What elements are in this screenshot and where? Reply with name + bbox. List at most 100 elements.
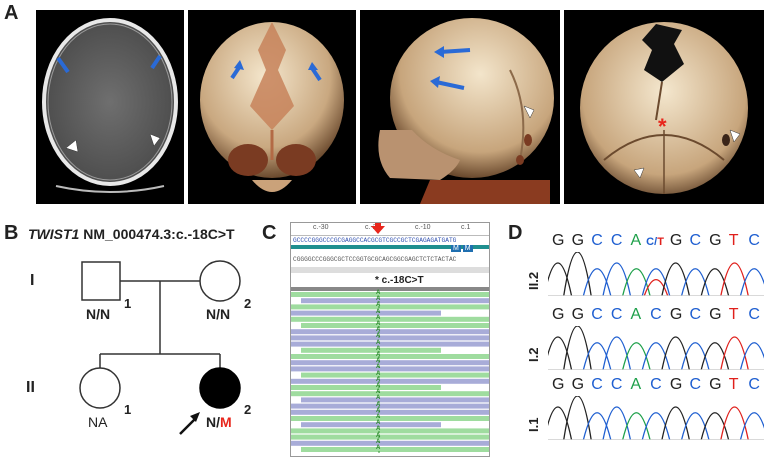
variant-read-base: A bbox=[376, 395, 381, 402]
blue-arrow-icon bbox=[56, 54, 162, 74]
panel-label-a: A bbox=[4, 2, 19, 24]
pedigree-number-II2: 2 bbox=[244, 402, 252, 417]
base-call: T bbox=[728, 232, 739, 249]
chromatogram-peak bbox=[680, 412, 710, 440]
chromatogram-peak bbox=[641, 268, 671, 296]
base-call: G bbox=[571, 376, 585, 393]
variant-read-base: A bbox=[376, 370, 381, 377]
genotype-II2-mutant: M bbox=[220, 414, 232, 430]
chromatogram-peak bbox=[720, 336, 749, 370]
chromatogram-peak bbox=[720, 406, 749, 440]
variant-read-base: A bbox=[376, 401, 381, 408]
base-call: C bbox=[591, 232, 603, 249]
proband-arrow-icon bbox=[179, 412, 200, 435]
base-call: G bbox=[709, 232, 722, 249]
pedigree-female-II1 bbox=[79, 367, 121, 409]
aligned-sequence: CGGGGCCCGGGCGCTCCGGTGCGCAGCGGCGAGCTCTCTA… bbox=[293, 256, 457, 263]
chromatogram-peak bbox=[582, 268, 612, 296]
base-call: G bbox=[571, 306, 585, 323]
chromatogram-peak bbox=[700, 268, 730, 296]
aligned-read bbox=[291, 329, 489, 335]
variant-read-base: A bbox=[376, 308, 381, 315]
variant-read-base: A bbox=[376, 364, 381, 371]
3d-ct-frontal bbox=[188, 10, 356, 204]
chromatogram-peak bbox=[602, 262, 632, 296]
chromatogram-peak bbox=[661, 336, 691, 370]
pedigree-affected-female-II2 bbox=[199, 367, 241, 409]
blue-arrow-icon bbox=[230, 60, 322, 82]
base-call: G bbox=[571, 232, 585, 249]
aligned-read bbox=[291, 403, 489, 409]
aligned-read bbox=[291, 354, 489, 359]
variant-read-base: A bbox=[376, 296, 381, 303]
base-call: C bbox=[610, 232, 623, 249]
generation-label-I: I bbox=[30, 272, 35, 289]
base-call: C bbox=[748, 306, 760, 323]
base-call: C bbox=[748, 376, 760, 393]
variant-read-base: A bbox=[376, 352, 381, 358]
base-call: C/T bbox=[646, 236, 664, 248]
chromatogram-peak bbox=[739, 412, 764, 440]
chromatogram-peak bbox=[602, 336, 632, 370]
variant-name: NM_000474.3:c.-18C>T bbox=[79, 226, 235, 242]
base-call: G bbox=[552, 376, 565, 393]
feature-track: M M bbox=[451, 245, 473, 254]
chromatogram-peak-secondary bbox=[643, 278, 669, 296]
chromatogram-peak bbox=[680, 342, 710, 370]
blue-arrow-icon bbox=[430, 46, 471, 90]
variant-read-base: A bbox=[376, 432, 381, 439]
chromatogram-peak bbox=[621, 412, 651, 440]
aligned-read bbox=[291, 360, 489, 366]
base-call: A bbox=[630, 376, 642, 393]
variant-read-base: A bbox=[376, 438, 381, 445]
variant-read-base: A bbox=[376, 302, 381, 309]
chromatogram-peak bbox=[661, 262, 691, 296]
base-call: G bbox=[709, 376, 722, 393]
aligned-read bbox=[291, 391, 489, 397]
aligned-read bbox=[291, 428, 489, 434]
variant-read-base: A bbox=[376, 414, 381, 420]
3d-ct-lateral bbox=[360, 10, 560, 204]
panel-label-c: C bbox=[262, 222, 277, 244]
trace-label-I1: I.1 bbox=[526, 417, 541, 432]
aligned-read bbox=[301, 347, 441, 353]
variant-read-base: A bbox=[376, 383, 381, 389]
variant-marker-icon bbox=[371, 223, 385, 240]
aligned-read bbox=[301, 372, 489, 378]
chromatogram-peak bbox=[602, 406, 632, 440]
chromatogram-peak bbox=[548, 406, 573, 440]
variant-read-base: A bbox=[376, 314, 381, 321]
aligned-read bbox=[291, 335, 489, 341]
aligned-read bbox=[291, 416, 489, 421]
variant-read-base: A bbox=[376, 389, 381, 396]
variant-read-base: A bbox=[376, 345, 381, 352]
variant-title: TWIST1 NM_000474.3:c.-18C>T bbox=[28, 226, 235, 242]
base-call: C bbox=[650, 306, 662, 323]
variant-read-base: A bbox=[376, 445, 381, 451]
chromatogram-peak bbox=[563, 252, 592, 296]
aligned-read bbox=[291, 341, 489, 347]
aligned-read bbox=[291, 292, 489, 297]
igv-alignment-view: c.-30 c.-20 c.-10 c.1 GCCCCGGGCCCGCGAGGC… bbox=[290, 222, 490, 457]
generation-label-II: II bbox=[26, 379, 35, 396]
reference-sequence: GCCCCGGGCCCGCGAGGCCACGCGTCGCCGCTCGAGAGAT… bbox=[293, 237, 457, 244]
white-arrowhead-icon bbox=[523, 105, 535, 119]
variant-label: * c.-18C>T bbox=[375, 275, 424, 286]
aligned-read bbox=[291, 385, 441, 390]
ruler: c.-30 c.-20 c.-10 c.1 bbox=[291, 223, 489, 236]
genotype-II2: N/M bbox=[206, 414, 232, 430]
chromatogram-peak bbox=[582, 342, 612, 370]
aligned-read bbox=[291, 434, 489, 440]
base-call: A bbox=[630, 306, 642, 323]
pedigree-number-I2: 2 bbox=[244, 296, 252, 311]
trace-label-II2: II.2 bbox=[526, 271, 541, 290]
base-call: C bbox=[689, 232, 702, 249]
variant-read-base: A bbox=[376, 321, 381, 327]
variant-read-base: A bbox=[376, 290, 381, 296]
chromatogram-peak bbox=[548, 262, 573, 296]
aligned-read bbox=[301, 397, 489, 403]
pedigree-male-I1 bbox=[81, 261, 121, 301]
variant-read-base: A bbox=[376, 358, 381, 365]
variant-read-base: A bbox=[376, 407, 381, 414]
